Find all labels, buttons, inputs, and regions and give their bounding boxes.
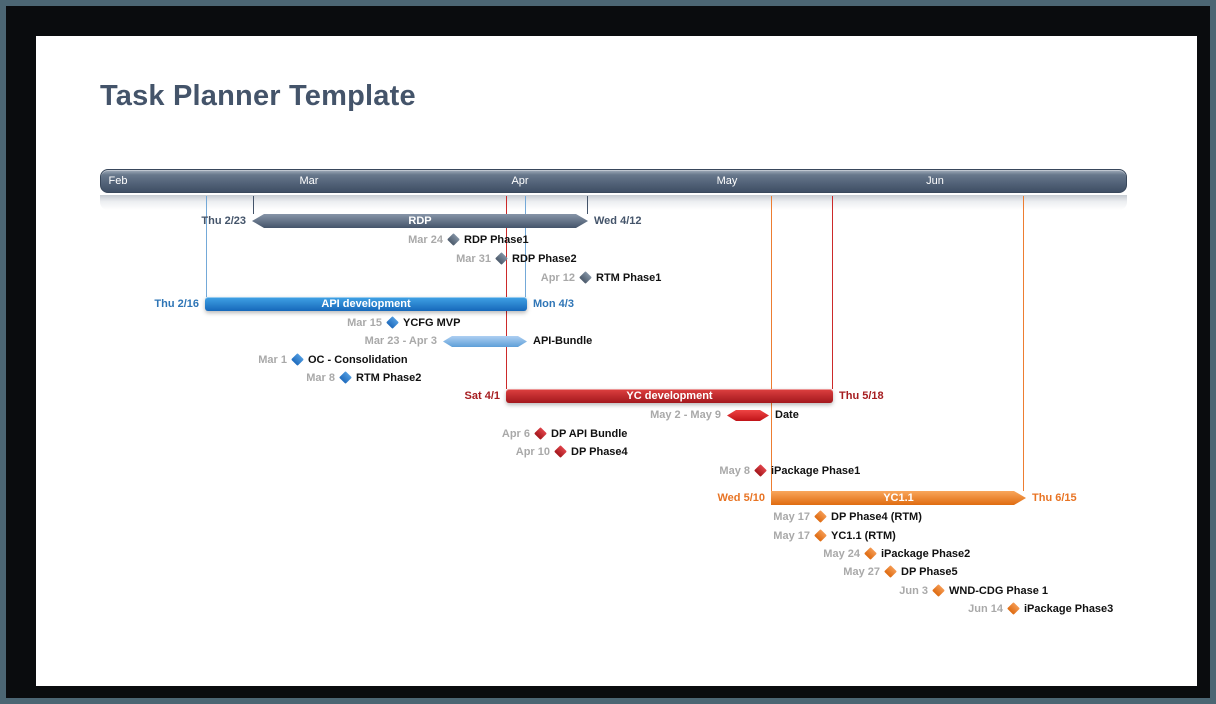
milestone-label: WND-CDG Phase 1 [949, 585, 1049, 597]
month-label-jun: Jun [926, 175, 944, 187]
month-label-apr: Apr [511, 175, 529, 187]
milestone-date: Apr 6 [501, 428, 530, 440]
milestone-diamond-icon[interactable] [754, 464, 767, 477]
task-start-date: Sat 4/1 [464, 390, 500, 402]
milestone-date: May 24 [823, 548, 860, 560]
milestone-date: May 17 [773, 511, 810, 523]
milestone-diamond-icon[interactable] [814, 510, 827, 523]
milestone-diamond-icon[interactable] [1007, 602, 1020, 615]
milestone-date: May 8 [719, 465, 750, 477]
milestone-date: Apr 12 [540, 272, 575, 284]
page-title: Task Planner Template [100, 80, 416, 112]
range-task-bar-api-bundle[interactable] [443, 336, 527, 347]
timeline-band-reflection [100, 195, 1127, 210]
milestone-date: Mar 24 [408, 234, 443, 246]
task-start-date: Wed 5/10 [717, 492, 766, 504]
milestone-date: Mar 31 [456, 253, 491, 265]
connector-line-slate-4 [587, 196, 588, 214]
range-task-label: Date [775, 409, 799, 421]
milestone-diamond-icon[interactable] [884, 565, 897, 578]
task-bar-yc-development[interactable]: YC development [506, 389, 833, 403]
milestone-diamond-icon[interactable] [814, 529, 827, 542]
month-label-feb: Feb [108, 175, 128, 187]
milestone-label: RDP Phase2 [512, 253, 577, 265]
milestone-diamond-icon[interactable] [386, 316, 399, 329]
month-label-mar: Mar [299, 175, 319, 187]
milestone-diamond-icon[interactable] [291, 353, 304, 366]
milestone-label: RTM Phase1 [596, 272, 662, 284]
milestone-diamond-icon[interactable] [579, 271, 592, 284]
milestone-label: DP Phase5 [901, 566, 958, 578]
milestone-date: Jun 14 [968, 603, 1003, 615]
milestone-label: iPackage Phase3 [1024, 603, 1114, 615]
milestone-diamond-icon[interactable] [339, 371, 352, 384]
milestone-label: DP Phase4 [571, 446, 628, 458]
milestone-label: RDP Phase1 [464, 234, 529, 246]
milestone-label: iPackage Phase1 [771, 465, 861, 477]
task-bar-label: YC1.1 [883, 492, 914, 504]
timeline-month-band: Feb Mar Apr May Jun [100, 169, 1127, 193]
slide-canvas [36, 36, 1197, 686]
milestone-label: DP API Bundle [551, 428, 628, 440]
milestone-label: OC - Consolidation [308, 354, 408, 366]
milestone-diamond-icon[interactable] [534, 427, 547, 440]
milestone-label: YCFG MVP [403, 317, 461, 329]
connector-line-orange-7 [1023, 196, 1024, 491]
milestone-diamond-icon[interactable] [447, 233, 460, 246]
task-start-date: Thu 2/16 [154, 298, 199, 310]
task-bar-label: YC development [626, 390, 713, 402]
task-end-date: Mon 4/3 [533, 298, 574, 310]
milestone-date: Apr 10 [515, 446, 550, 458]
month-label-may: May [716, 175, 738, 187]
milestone-date: Mar 1 [258, 354, 287, 366]
task-bar-label: RDP [408, 215, 432, 227]
milestone-diamond-icon[interactable] [864, 547, 877, 560]
task-end-date: Thu 5/18 [839, 390, 884, 402]
milestone-diamond-icon[interactable] [932, 584, 945, 597]
connector-line-blue-0 [206, 196, 207, 297]
range-task-dates: May 2 - May 9 [650, 409, 721, 421]
milestone-date: Jun 3 [899, 585, 928, 597]
task-start-date: Thu 2/23 [201, 215, 246, 227]
milestone-label: RTM Phase2 [356, 372, 422, 384]
task-bar-api-development[interactable]: API development [205, 297, 527, 311]
task-bar-label: API development [321, 298, 411, 310]
task-bar-rdp[interactable]: RDP [252, 214, 588, 228]
connector-line-blue-3 [525, 196, 526, 297]
milestone-date: Mar 8 [306, 372, 335, 384]
task-end-date: Thu 6/15 [1032, 492, 1077, 504]
milestone-label: iPackage Phase2 [881, 548, 971, 560]
milestone-diamond-icon[interactable] [554, 445, 567, 458]
connector-line-slate-1 [253, 196, 254, 214]
milestone-label: YC1.1 (RTM) [831, 530, 896, 542]
task-end-date: Wed 4/12 [594, 215, 642, 227]
connector-line-orange-5 [771, 196, 772, 491]
range-task-bar-date[interactable] [727, 410, 769, 421]
milestone-label: DP Phase4 (RTM) [831, 511, 922, 523]
range-task-label: API-Bundle [533, 335, 593, 347]
connector-line-red-2 [506, 196, 507, 389]
milestone-date: May 27 [843, 566, 880, 578]
milestone-date: Mar 15 [347, 317, 382, 329]
connector-line-red-6 [832, 196, 833, 389]
milestone-date: May 17 [773, 530, 810, 542]
range-task-dates: Mar 23 - Apr 3 [364, 335, 437, 347]
task-bar-yc1-1[interactable]: YC1.1 [771, 491, 1026, 505]
